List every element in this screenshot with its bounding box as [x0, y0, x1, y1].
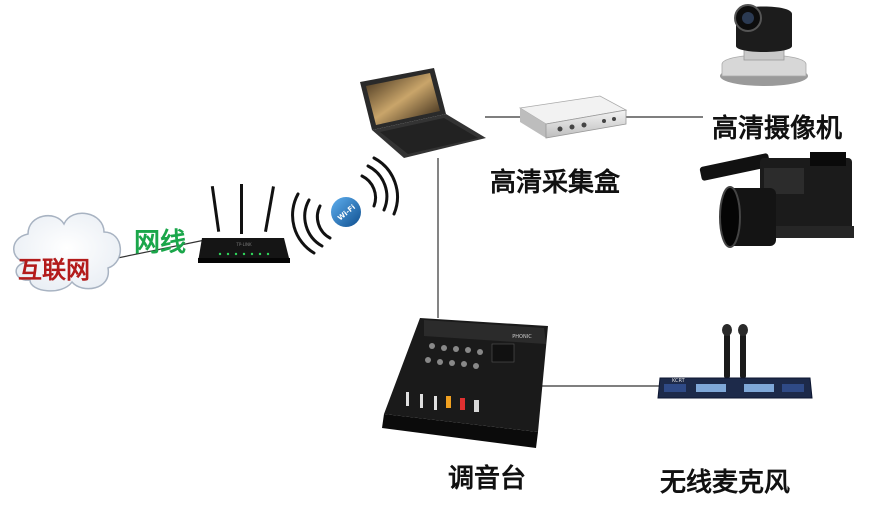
camcorder-icon [699, 152, 854, 247]
connection-lines [98, 117, 703, 386]
mixer-label: 调音台 [448, 458, 526, 495]
internet-label: 互联网 [18, 250, 90, 285]
capture-box-icon [520, 96, 626, 138]
capture-box-label: 高清采集盒 [490, 162, 620, 199]
wireless-mic-icon: KCRT [658, 324, 812, 398]
ptz-camera-icon [720, 5, 808, 86]
wireless-mic-label: 无线麦克风 [660, 462, 790, 499]
laptop-icon [360, 68, 486, 158]
mic-receiver-brand: KCRT [672, 378, 686, 384]
hd-camera-label: 高清摄像机 [712, 108, 842, 145]
cable-label: 网线 [134, 222, 186, 259]
mixer-brand: PHONIC [512, 334, 532, 340]
mixer-icon: PHONIC [382, 318, 548, 448]
router-icon: TP-LINK [198, 184, 290, 263]
router-brand: TP-LINK [235, 242, 252, 247]
wifi-icon: Wi-Fi [293, 158, 398, 253]
